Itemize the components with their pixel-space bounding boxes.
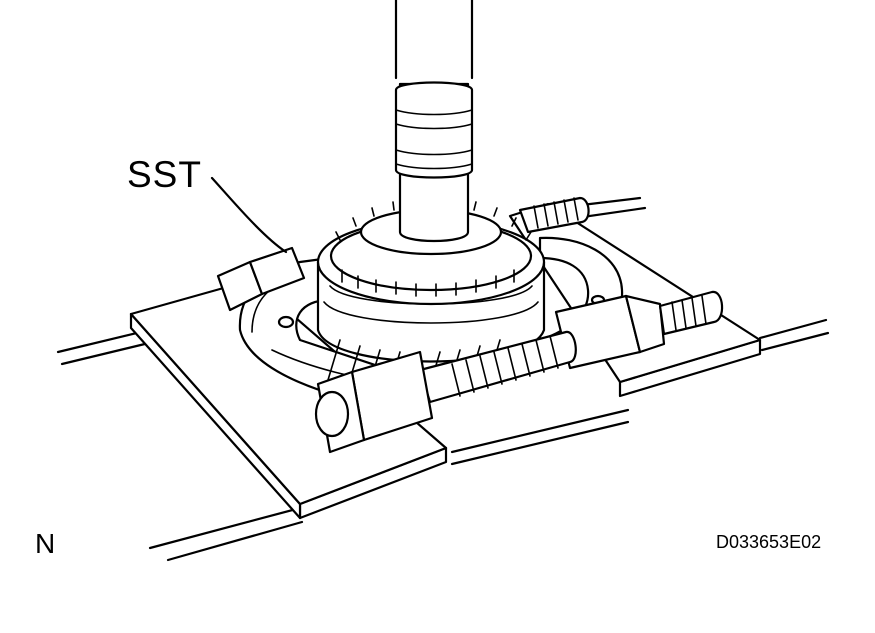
- sst-leader-line: [210, 176, 288, 254]
- front-long-bolt: [418, 330, 577, 404]
- sst-callout-label: SST: [127, 154, 202, 195]
- press-shaft: [394, 0, 474, 243]
- back-right-bolt: [518, 196, 590, 234]
- illustration-code: D033653E02: [716, 532, 822, 552]
- view-letter-label: N: [35, 528, 56, 559]
- right-clamp-block: [554, 290, 724, 370]
- left-clamp-block: [314, 350, 434, 454]
- back-left-bolt: [216, 246, 306, 312]
- left-support-block: [129, 278, 448, 520]
